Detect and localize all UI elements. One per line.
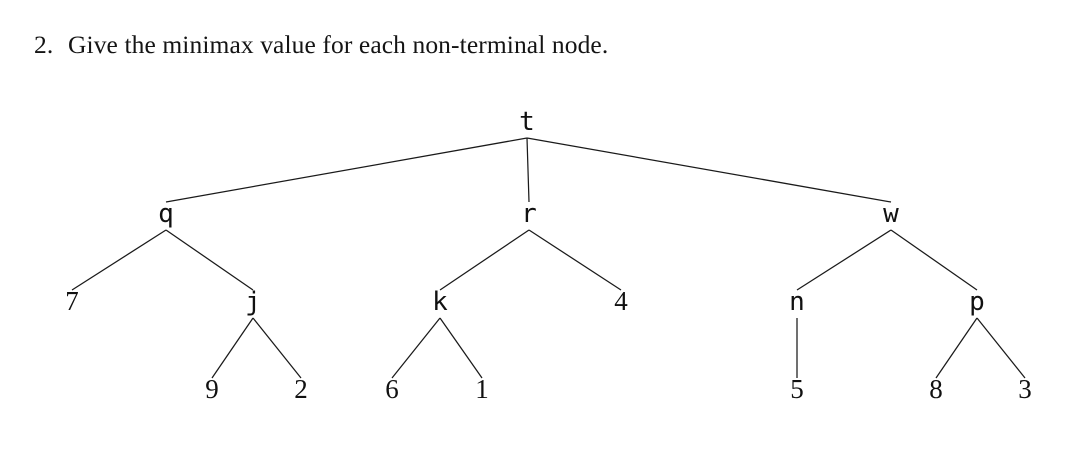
minimax-tree-figure: t q r w 7 j k 4 n p 9 2 6 1 5 8 3	[0, 78, 1088, 438]
tree-edge-p-l8	[935, 317, 978, 379]
tree-leaf-l7: 7	[65, 286, 79, 316]
question-line: 2. Give the minimax value for each non-t…	[34, 28, 1054, 64]
tree-leaf-l6: 6	[385, 374, 399, 404]
tree-leaf-l1: 1	[475, 374, 489, 404]
tree-edge-p-l3	[976, 317, 1026, 379]
tree-leaf-l4: 4	[614, 286, 628, 316]
tree-edge-t-w	[526, 137, 892, 203]
tree-edge-r-k	[439, 229, 530, 291]
tree-leaf-l8: 8	[929, 374, 943, 404]
tree-edge-j-l2	[252, 317, 302, 379]
tree-node-q: q	[158, 199, 174, 229]
tree-svg: t q r w 7 j k 4 n p 9 2 6 1 5 8 3	[65, 107, 1032, 404]
tree-edge-layer	[71, 137, 1026, 379]
tree-node-k: k	[432, 287, 448, 317]
tree-node-t: t	[519, 107, 535, 137]
tree-leaf-l3: 3	[1018, 374, 1032, 404]
tree-node-r: r	[521, 199, 537, 229]
tree-edge-t-r	[526, 137, 530, 203]
tree-edge-t-q	[165, 137, 528, 203]
tree-edge-q-j	[165, 229, 254, 291]
tree-node-layer: t q r w 7 j k 4 n p 9 2 6 1 5 8 3	[65, 107, 1032, 404]
question-number: 2.	[34, 30, 54, 59]
tree-node-p: p	[969, 287, 985, 317]
tree-edge-j-l9	[211, 317, 254, 379]
tree-edge-w-p	[890, 229, 978, 291]
tree-node-n: n	[789, 287, 805, 317]
tree-node-j: j	[245, 287, 261, 317]
tree-node-w: w	[883, 199, 899, 229]
tree-edge-k-l1	[439, 317, 483, 379]
tree-leaf-l2: 2	[294, 374, 308, 404]
tree-edge-k-l6	[391, 317, 441, 379]
question-text: Give the minimax value for each non-term…	[68, 30, 609, 59]
tree-leaf-l5: 5	[790, 374, 804, 404]
tree-leaf-l9: 9	[205, 374, 219, 404]
tree-edge-r-l4	[528, 229, 622, 291]
tree-edge-w-n	[796, 229, 892, 291]
tree-edge-q-l7	[71, 229, 167, 291]
